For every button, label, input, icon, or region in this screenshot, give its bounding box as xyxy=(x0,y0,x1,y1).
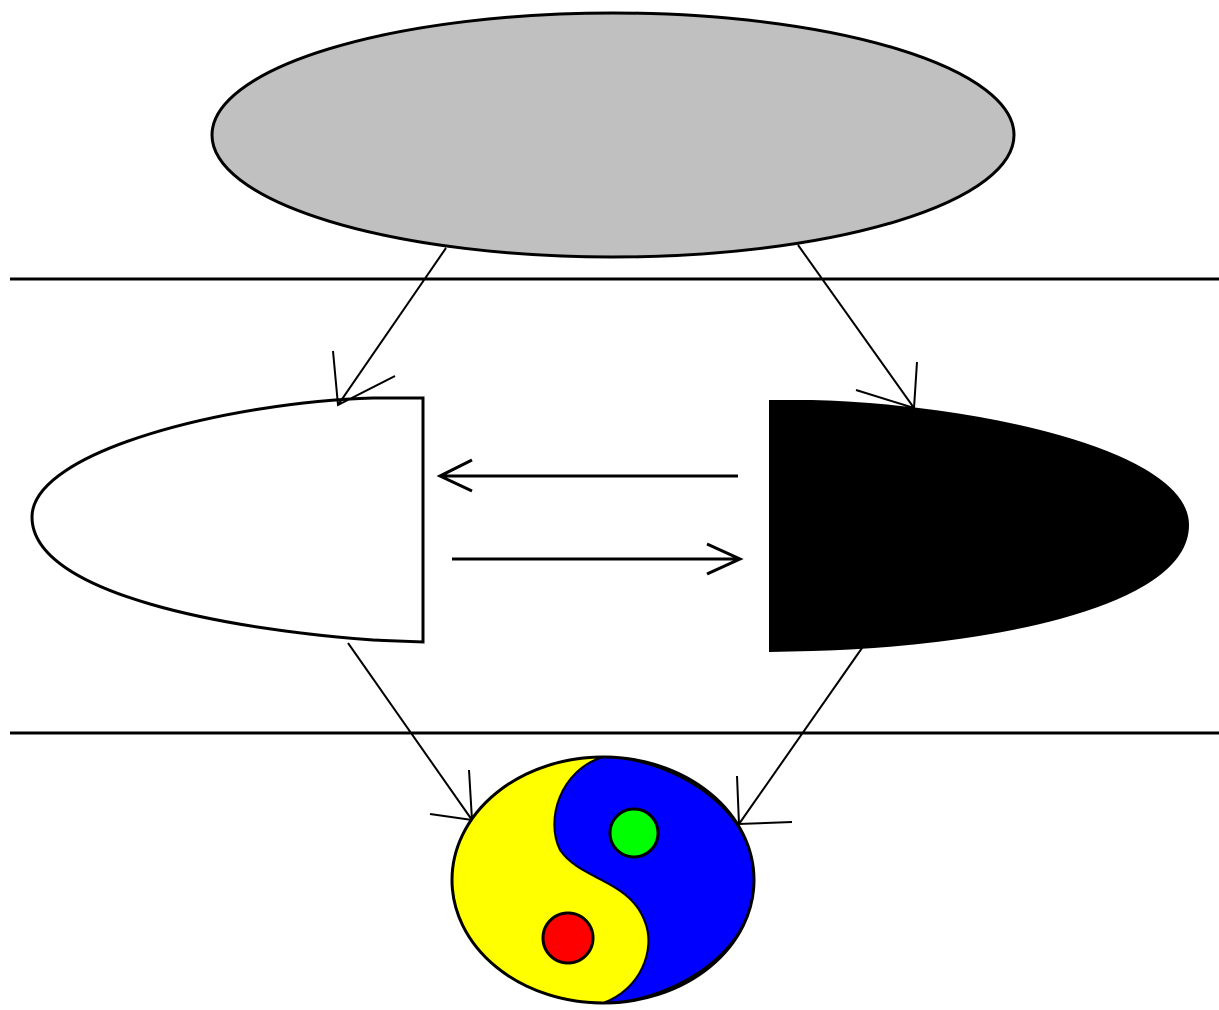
arrow-right-to-left xyxy=(436,458,738,493)
yin-yang-symbol xyxy=(450,755,756,1005)
left-white-half-ellipse xyxy=(30,396,425,644)
arrow-left-to-right xyxy=(452,542,744,576)
arrow-top-to-right xyxy=(797,244,918,410)
arrow-right-to-yinyang xyxy=(736,647,863,826)
arrow-top-to-left xyxy=(332,247,447,407)
green-dot xyxy=(608,807,660,859)
red-dot xyxy=(541,911,595,965)
yin-yang-outline xyxy=(450,755,756,1005)
top-gray-ellipse xyxy=(210,11,1016,259)
right-black-half-ellipse xyxy=(769,400,1190,653)
